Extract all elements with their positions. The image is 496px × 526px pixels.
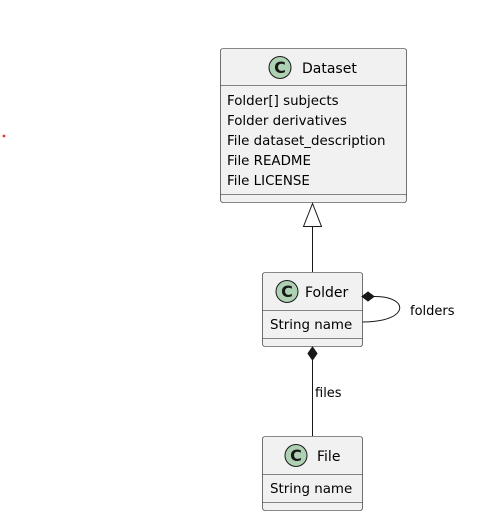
- class-dataset-badge-letter: C: [274, 58, 286, 77]
- folder-self-composition-edge: folders: [361, 291, 455, 323]
- class-dataset[interactable]: C Dataset Folder[] subjects Folder deriv…: [220, 48, 407, 203]
- class-file-box: [262, 436, 363, 511]
- self-loop-line: [362, 295, 401, 323]
- composition-diamond-icon: [361, 291, 375, 302]
- class-dataset-attr: Folder derivatives: [227, 114, 347, 129]
- class-dataset-name: Dataset: [302, 61, 357, 77]
- class-dataset-box: [220, 48, 407, 203]
- class-folder-attr: String name: [270, 318, 352, 333]
- class-folder-badge-letter: C: [281, 282, 293, 301]
- class-dataset-badge-icon: [268, 56, 292, 79]
- class-file[interactable]: C File String name: [262, 436, 363, 511]
- self-relation-label: folders: [410, 304, 455, 319]
- class-dataset-attr: File LICENSE: [227, 174, 310, 189]
- composition-diamond-icon: [307, 346, 318, 361]
- inheritance-edge: [302, 202, 323, 272]
- class-dataset-attr: File dataset_description: [227, 134, 385, 149]
- class-file-name: File: [317, 449, 340, 465]
- class-file-attr: String name: [270, 482, 352, 497]
- class-dataset-attr: Folder[] subjects: [227, 94, 339, 109]
- class-file-badge-icon: [284, 444, 308, 467]
- inheritance-arrow-icon: [302, 202, 323, 227]
- class-folder[interactable]: C Folder String name: [262, 272, 363, 347]
- class-folder-name: Folder: [305, 285, 349, 301]
- class-file-badge-letter: C: [290, 446, 302, 465]
- class-dataset-attr: File README: [227, 154, 311, 169]
- folder-file-composition-edge: files: [307, 346, 342, 436]
- stray-dot: [2, 134, 6, 138]
- class-folder-box: [262, 272, 363, 347]
- class-folder-badge-icon: [275, 280, 299, 303]
- files-relation-label: files: [315, 386, 342, 401]
